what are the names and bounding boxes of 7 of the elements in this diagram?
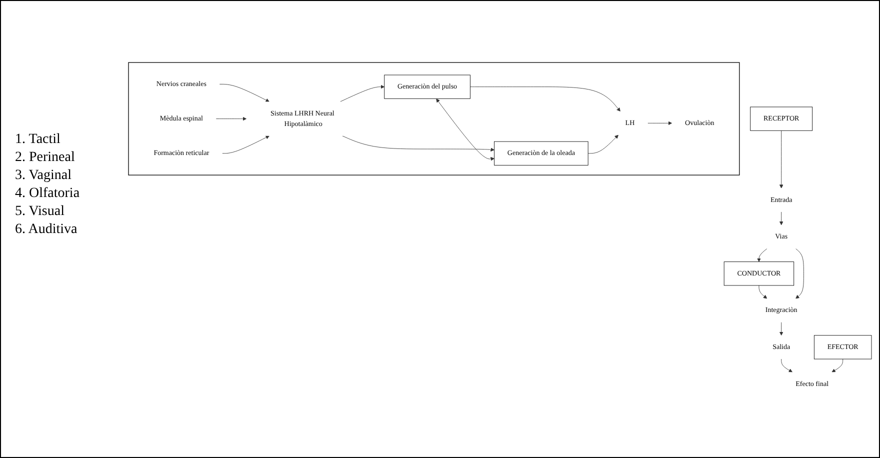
list-item: 2. Perineal: [15, 149, 76, 167]
list-item: 6. Auditiva: [15, 221, 78, 239]
list-item: 4. Olfatoria: [15, 185, 81, 203]
cluster: [128, 62, 740, 176]
list-item: 5. Visual: [15, 203, 66, 221]
list-item: 1. Tactil: [15, 131, 62, 149]
list-item: 3. Vaginal: [15, 167, 73, 185]
